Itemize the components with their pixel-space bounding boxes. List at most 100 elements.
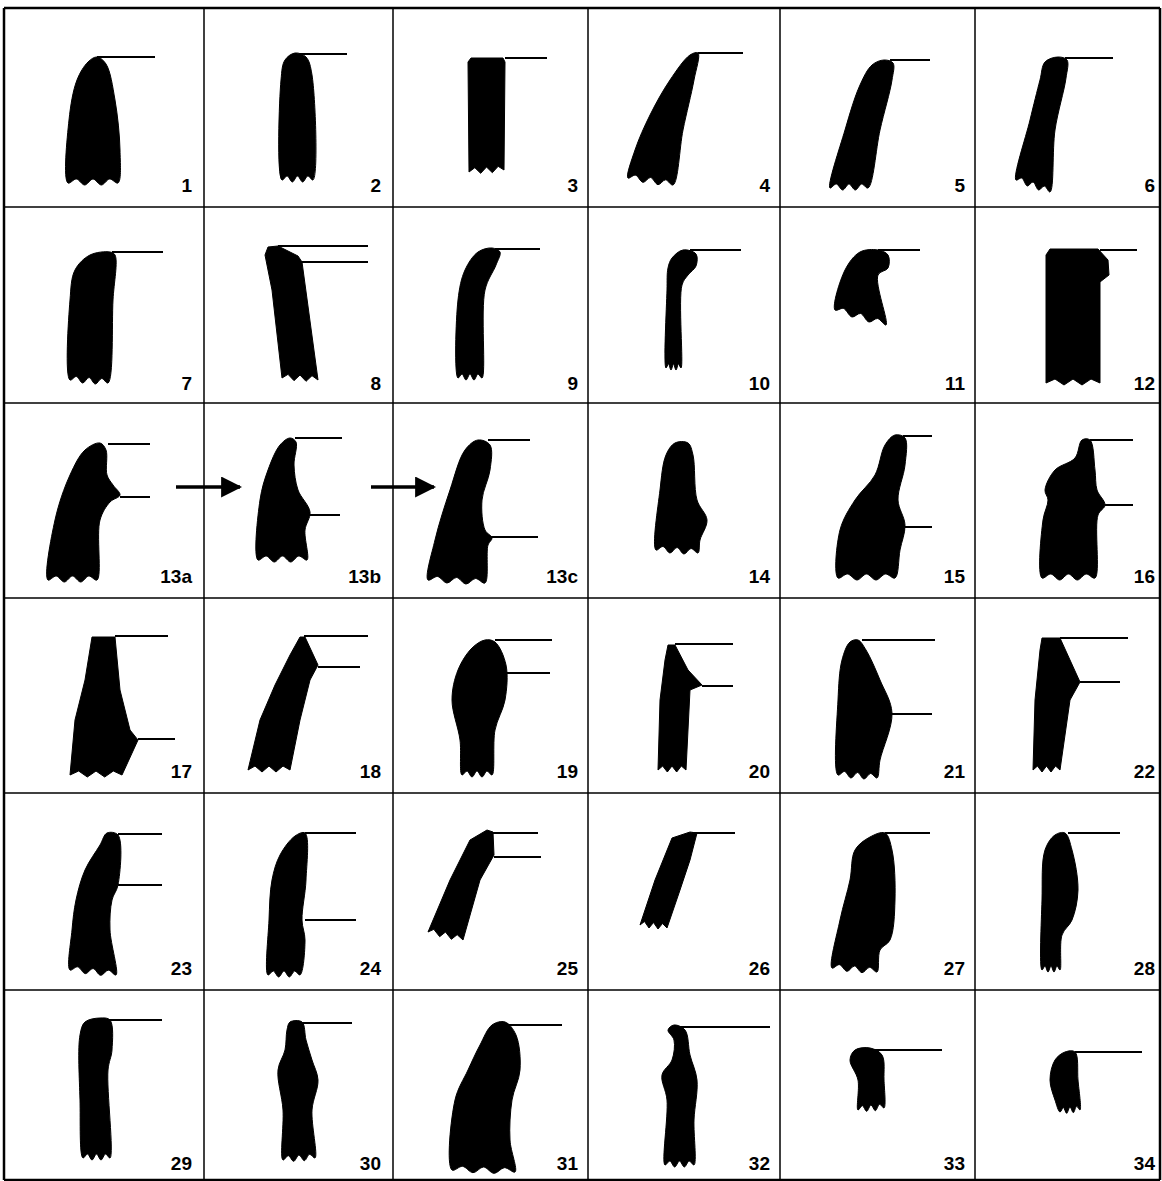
rim-line: [308, 514, 340, 516]
figure-number: 21: [944, 762, 965, 782]
figure-number: 13c: [546, 567, 578, 587]
rim-profile: [67, 252, 116, 384]
sequence-arrow: [371, 485, 434, 489]
figure-number: 18: [360, 762, 381, 782]
grid-line: [203, 8, 205, 1180]
rim-line: [494, 856, 541, 858]
rim-profile: [1040, 439, 1105, 580]
figure-number: 23: [171, 959, 192, 979]
rim-profile: [836, 435, 907, 580]
rim-profile: [47, 443, 120, 582]
rim-profile: [266, 832, 307, 977]
figure-number: 32: [749, 1154, 770, 1174]
rim-line: [97, 56, 155, 58]
rim-profile: [835, 640, 892, 779]
sequence-arrow: [176, 485, 240, 489]
rim-profile: [452, 640, 507, 777]
grid-line: [4, 989, 1160, 991]
rim-profile: [248, 637, 318, 772]
rim-profile: [66, 57, 121, 185]
rim-line: [108, 443, 150, 445]
rim-profile: [428, 830, 494, 940]
rim-line: [305, 832, 356, 834]
rim-profile: [468, 58, 505, 173]
grid-line: [4, 1179, 1160, 1181]
rim-line: [692, 832, 735, 834]
figure-number: 11: [945, 374, 965, 394]
rim-profile: [69, 832, 121, 975]
figure-number: 15: [944, 567, 965, 587]
rim-profile: [830, 60, 894, 190]
rim-line: [118, 833, 162, 835]
rim-line: [903, 435, 932, 437]
rim-line: [318, 666, 360, 668]
grid-line: [4, 597, 1160, 599]
figure-number: 20: [749, 762, 770, 782]
grid-line: [587, 8, 589, 1180]
grid-line: [4, 792, 1160, 794]
rim-line: [295, 437, 342, 439]
rim-line: [905, 526, 932, 528]
grid-line: [1159, 8, 1162, 1180]
rim-profile: [456, 248, 501, 380]
figure-number: 17: [171, 762, 192, 782]
rim-line: [490, 536, 538, 538]
rim-profile: [1033, 638, 1080, 772]
figure-number: 2: [370, 176, 381, 196]
rim-line: [870, 1049, 942, 1051]
rim-profile: [831, 832, 895, 972]
rim-line: [1090, 439, 1133, 441]
rim-profile: [640, 832, 697, 929]
grid-line: [4, 7, 1160, 10]
rim-profile: [627, 52, 698, 185]
rim-profile: [279, 53, 316, 182]
rim-profile: [427, 440, 492, 584]
rim-line: [885, 832, 930, 834]
figure-number: 34: [1134, 1154, 1155, 1174]
rim-profile: [1015, 57, 1068, 192]
rim-profile: [1041, 832, 1078, 972]
grid: [4, 8, 1160, 1180]
figure-number: 31: [557, 1154, 578, 1174]
figure-number: 8: [370, 374, 381, 394]
rim-line: [1080, 681, 1120, 683]
figure-number: 25: [557, 959, 578, 979]
profiles: [47, 52, 1142, 1173]
rim-line: [1100, 249, 1137, 251]
rim-line: [505, 1024, 562, 1026]
rim-line: [300, 1022, 352, 1024]
grid-line: [4, 206, 1160, 208]
figure-number: 33: [944, 1154, 965, 1174]
rim-line: [878, 249, 920, 251]
rim-profile: [265, 246, 318, 381]
rim-line: [120, 496, 150, 498]
rim-line: [1105, 504, 1133, 506]
rim-line: [115, 635, 168, 637]
figure-number: 19: [557, 762, 578, 782]
rim-profile: [1050, 1051, 1081, 1114]
rim-line: [278, 245, 368, 247]
rim-line: [300, 261, 368, 263]
figure-number: 24: [360, 959, 381, 979]
rim-profile: [850, 1048, 885, 1112]
grid-line: [3, 8, 6, 1180]
figure-number: 1: [181, 176, 192, 196]
rim-line: [702, 685, 733, 687]
figure-number: 26: [749, 959, 770, 979]
figure-number: 5: [954, 176, 965, 196]
figure-number: 13b: [348, 567, 381, 587]
rim-line: [1075, 1051, 1142, 1053]
figure-number: 13a: [160, 567, 192, 587]
figure-number: 7: [181, 374, 192, 394]
rim-profile: [70, 637, 138, 777]
figure-number: 3: [567, 176, 578, 196]
rim-line: [300, 53, 347, 55]
figure-number: 6: [1144, 176, 1155, 196]
rim-line: [304, 635, 368, 637]
figure-number: 30: [360, 1154, 381, 1174]
grid-line: [392, 8, 394, 1180]
figure-number: 12: [1134, 374, 1155, 394]
figure-number: 4: [759, 176, 770, 196]
rim-line: [690, 249, 741, 251]
